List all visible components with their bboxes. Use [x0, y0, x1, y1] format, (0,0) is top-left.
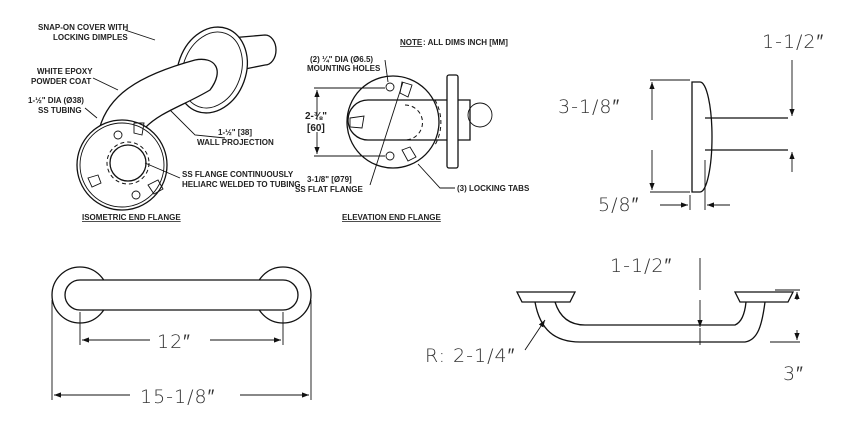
note-label: NOTE — [400, 38, 423, 47]
front-inner-dim: 12″ — [157, 331, 191, 353]
side-projection-dim: 1-1/2″ — [762, 31, 824, 53]
tube-label-2: SS TUBING — [38, 106, 82, 115]
tube-label-1: 1-½" DIA (Ø38) — [28, 96, 84, 105]
locking-tabs-label: (3) LOCKING TABS — [457, 184, 530, 193]
dim-label-1: 2-⅜" — [305, 111, 327, 122]
coat-label-1: WHITE EPOXY — [37, 67, 93, 76]
holes-label-1: (2) ¼" DIA (Ø6.5) — [310, 55, 373, 64]
wall-label-1: 1-½" [38] — [218, 128, 252, 137]
cover-label-1: SNAP-ON COVER WITH — [38, 23, 128, 32]
top-view: 1-1/2″ R: 2-1/4″ 3″ — [425, 255, 804, 385]
wall-label-2: WALL PROJECTION — [197, 138, 274, 147]
flange-label-1: SS FLANGE CONTINUOUSLY — [182, 170, 294, 179]
front-view: 12″ 15-1/8″ — [51, 266, 312, 408]
side-flange-thickness-dim: 5/8″ — [598, 194, 639, 216]
top-projection-dim: 1-1/2″ — [610, 255, 672, 277]
front-overall-dim: 15-1/8″ — [140, 386, 215, 408]
elevation-view: NOTE : ALL DIMS INCH [MM] (2) ¼" DIA (Ø6… — [295, 38, 530, 222]
top-depth-dim: 3″ — [783, 363, 804, 385]
cover-label-2: LOCKING DIMPLES — [53, 33, 128, 42]
dim-label-2: [60] — [307, 123, 325, 134]
isometric-title: ISOMETRIC END FLANGE — [82, 213, 181, 222]
side-flange-dia-dim: 3-1/8″ — [558, 96, 620, 118]
flat-flange-label-2: SS FLAT FLANGE — [295, 185, 364, 194]
elevation-title: ELEVATION END FLANGE — [342, 213, 441, 222]
top-radius-dim: R: 2-1/4″ — [425, 345, 515, 367]
note-text: : ALL DIMS INCH [MM] — [423, 38, 508, 47]
flat-flange-label-1: 3-1/8" [Ø79] — [307, 175, 352, 184]
side-view: 1-1/2″ 3-1/8″ 5/8″ — [558, 31, 824, 216]
coat-label-2: POWDER COAT — [31, 77, 91, 86]
holes-label-2: MOUNTING HOLES — [307, 64, 381, 73]
isometric-view: SNAP-ON COVER WITH LOCKING DIMPLES WHITE… — [28, 23, 301, 222]
flange-label-2: HELIARC WELDED TO TUBING — [182, 180, 301, 189]
